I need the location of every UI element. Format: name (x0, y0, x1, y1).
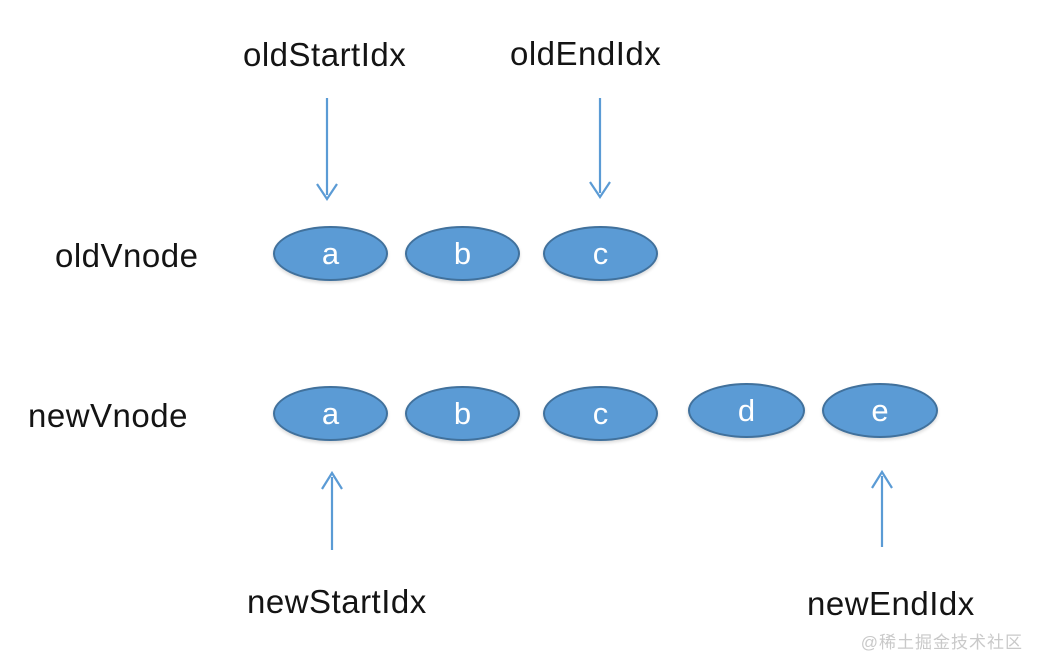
new-vnode-a: a (273, 386, 388, 441)
old-end-arrow-down-icon (589, 98, 611, 199)
old-vnode-row-label: oldVnode (55, 237, 199, 274)
new-start-arrow-up-icon (321, 470, 343, 550)
old-start-idx-label: oldStartIdx (243, 36, 407, 73)
new-end-idx-label: newEndIdx (807, 585, 975, 622)
old-vnode-c: c (543, 226, 658, 281)
new-vnode-e: e (822, 383, 938, 438)
new-vnode-d: d (688, 383, 805, 438)
juejin-watermark: @稀土掘金技术社区 (860, 633, 1023, 652)
new-vnode-c: c (543, 386, 658, 441)
old-vnode-b: b (405, 226, 520, 281)
new-start-idx-label: newStartIdx (247, 583, 427, 620)
old-end-idx-label: oldEndIdx (510, 35, 662, 72)
new-end-arrow-up-icon (871, 469, 893, 547)
new-vnode-b: b (405, 386, 520, 441)
new-vnode-row-label: newVnode (28, 397, 188, 434)
old-vnode-a: a (273, 226, 388, 281)
old-start-arrow-down-icon (316, 98, 338, 201)
